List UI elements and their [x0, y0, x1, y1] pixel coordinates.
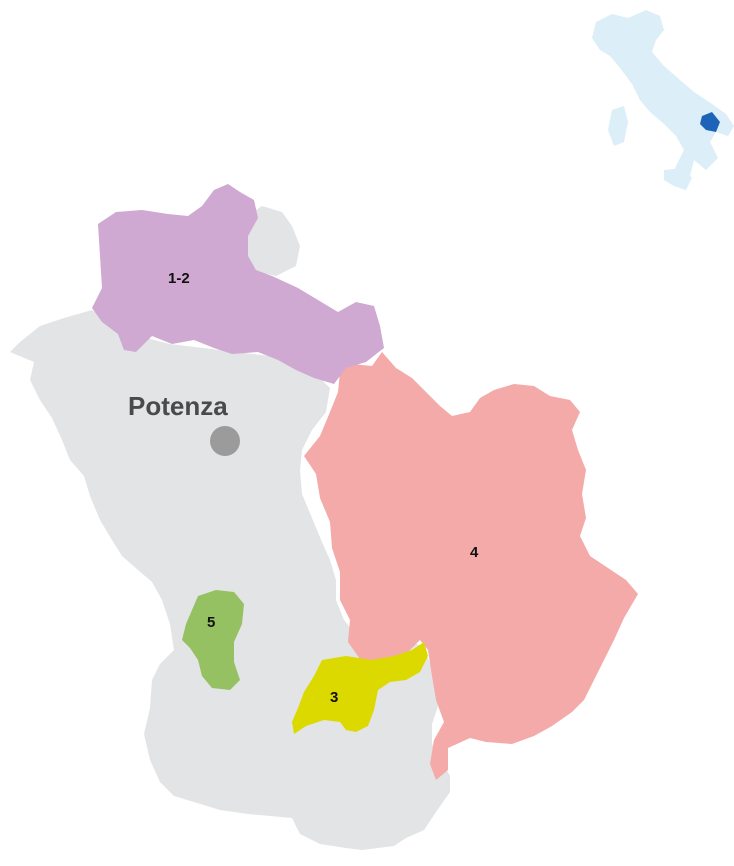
inset-sicily	[664, 168, 692, 190]
zone-label-5: 5	[207, 614, 215, 631]
zone-3-area[interactable]	[292, 642, 428, 734]
zone-label-1-2: 1-2	[168, 270, 190, 287]
zone-1-2-area[interactable]	[92, 184, 384, 384]
zone-5-area[interactable]	[182, 590, 244, 690]
potenza-city-dot-icon[interactable]	[210, 426, 240, 456]
zone-label-3: 3	[330, 689, 338, 706]
region-north-strip	[244, 206, 300, 276]
zone-4-area[interactable]	[304, 352, 638, 780]
inset-basilicata-highlight	[700, 112, 720, 132]
inset-italy-map	[592, 10, 734, 190]
city-label-potenza: Potenza	[128, 391, 228, 421]
inset-sardinia	[608, 106, 628, 146]
zone-label-4: 4	[470, 544, 479, 561]
inset-italy-mainland	[592, 10, 734, 188]
